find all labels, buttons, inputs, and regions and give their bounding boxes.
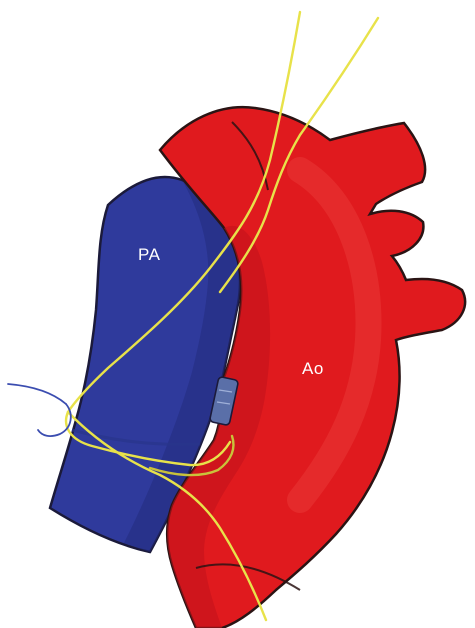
- pulmonary-artery-label: PA: [138, 246, 160, 263]
- aorta-label: Ao: [302, 360, 324, 377]
- curved-suture-needle-icon: [8, 384, 71, 436]
